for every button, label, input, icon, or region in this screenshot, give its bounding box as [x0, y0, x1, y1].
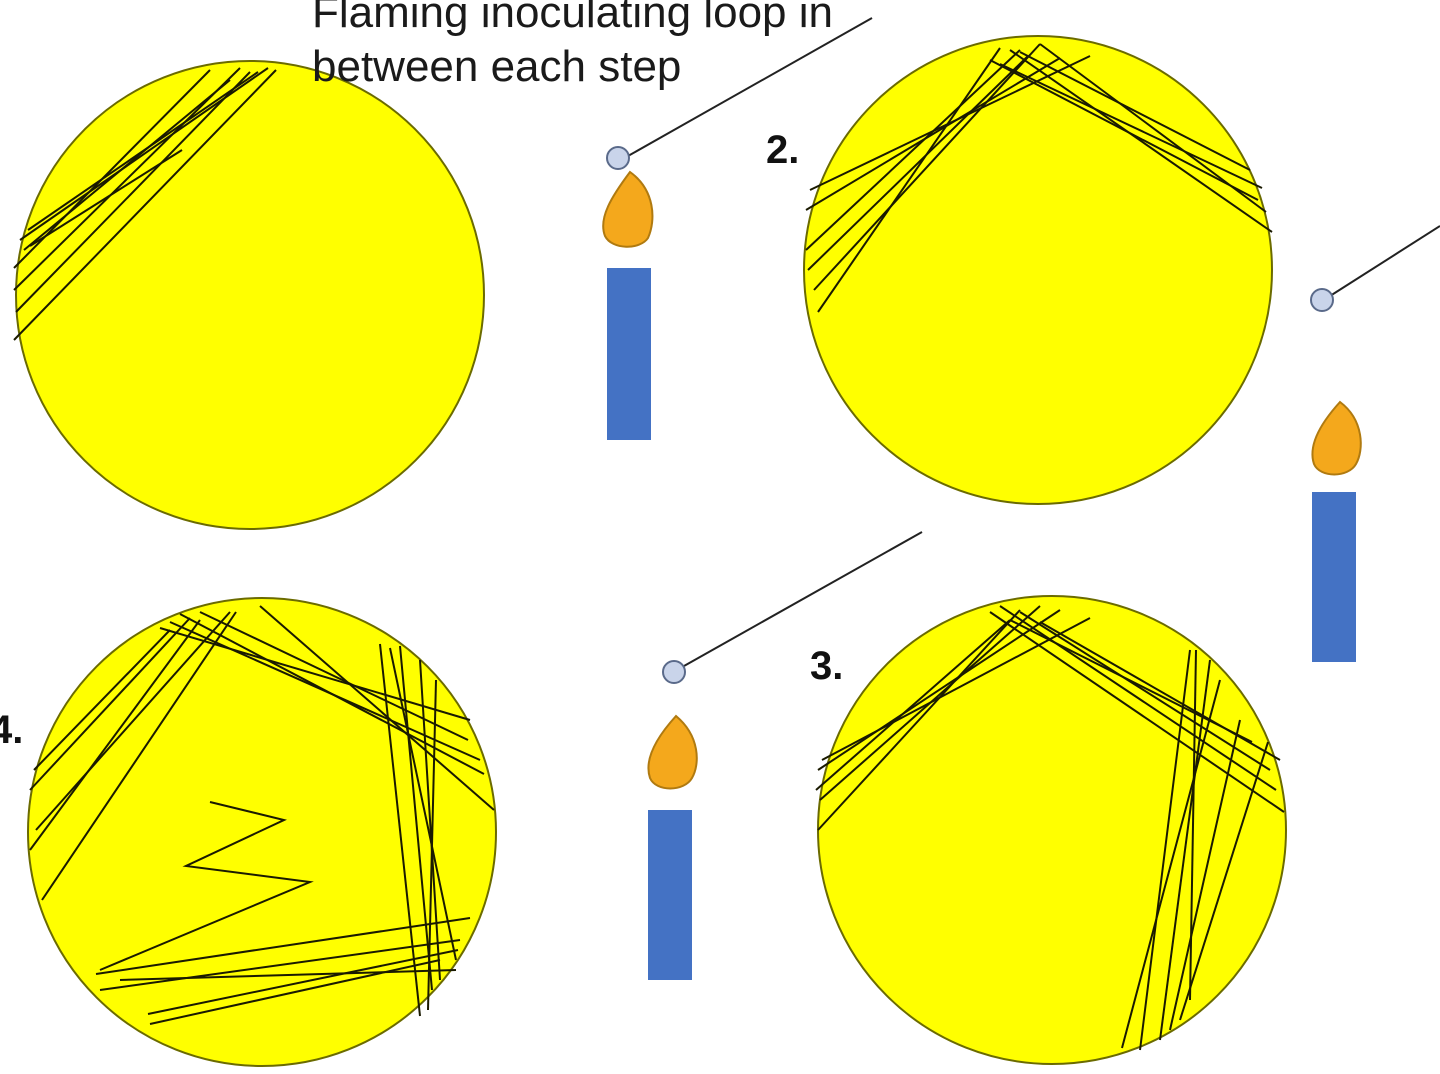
candle-icon	[1312, 492, 1356, 662]
agar-plate-icon	[27, 597, 497, 1067]
caption-line-1: Flaming inoculating loop in	[312, 0, 833, 37]
step-label-2: 2.	[766, 128, 800, 172]
candle-icon	[648, 810, 692, 980]
candle-1	[602, 170, 654, 440]
caption-text: Flaming inoculating loop in between each…	[312, 0, 833, 94]
agar-plate-step1	[13, 60, 485, 530]
inoculating-loop-3	[662, 531, 923, 684]
agar-plate-icon	[803, 35, 1273, 505]
agar-plate-step3	[815, 595, 1287, 1065]
candle-3	[647, 714, 698, 980]
flame-icon	[602, 170, 654, 248]
inoculating-loop-icon	[606, 146, 630, 170]
step-label-3: 3.	[810, 644, 844, 688]
inoculating-loop-icon	[1310, 288, 1334, 312]
agar-plate-step4	[27, 597, 497, 1067]
inoculating-loop-icon	[662, 660, 686, 684]
inoculating-loop-1	[606, 17, 873, 170]
candle-icon	[607, 268, 651, 440]
streak-lines-step3	[815, 605, 1285, 1051]
agar-plate-step2	[803, 35, 1273, 505]
flame-icon	[1311, 400, 1362, 476]
step-label-4: 4.	[0, 708, 24, 752]
streak-lines-step2	[805, 43, 1273, 313]
agar-plate-icon	[15, 60, 485, 530]
caption-line-2: between each step	[312, 42, 682, 91]
zigzag-streak	[99, 801, 314, 971]
candle-2	[1311, 400, 1362, 662]
inoculating-loop-2	[1310, 225, 1440, 312]
streak-lines-step4	[29, 605, 495, 1025]
streak-lines-step1	[13, 67, 277, 341]
flame-icon	[647, 714, 698, 790]
